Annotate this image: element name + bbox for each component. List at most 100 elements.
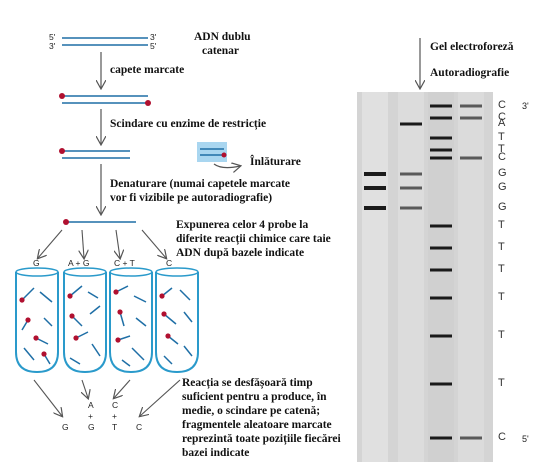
gel-band (430, 104, 452, 108)
fragment-label-dot (165, 333, 171, 339)
gel-band (364, 186, 386, 190)
fragment (23, 347, 35, 361)
gel-band (460, 104, 482, 108)
step1-label: capete marcate (110, 64, 185, 76)
gel-band (460, 156, 482, 160)
fragment (87, 291, 99, 299)
gel-sequence-letter: T (498, 143, 505, 155)
product-label-t: T (112, 422, 118, 432)
gel-band (430, 136, 452, 140)
strand-end-bottom-left: 3' (49, 41, 56, 51)
gel-sequence-letter: G (498, 181, 507, 193)
fragment (163, 313, 177, 325)
step5-label-line4: fragmentele aleatoare marcate (182, 419, 332, 431)
fragment-label-dot (69, 313, 75, 319)
fragment (163, 355, 173, 365)
fragment (183, 311, 193, 323)
reaction-tubes (15, 267, 199, 374)
gel-end-bottom: 5' (522, 434, 529, 444)
product-plus-1: + (88, 411, 93, 421)
gel-band (430, 246, 452, 250)
fragment-label-dot (25, 317, 31, 323)
fragment (89, 305, 101, 315)
fragment-label-dot (33, 335, 39, 341)
gel-sequence-letter: G (498, 167, 507, 179)
gel-end-top: 3' (522, 101, 529, 111)
step5-label-line3: medie, o scindare pe catenă; (182, 405, 321, 417)
fragment (69, 285, 83, 297)
gel-sequence-letter: T (498, 131, 505, 143)
fragment-label-dot (73, 335, 79, 341)
tube-label-ct: C + T (114, 258, 135, 268)
fragment-label-dot (41, 351, 47, 357)
gel-band (430, 382, 452, 386)
tube-label-ag: A + G (68, 258, 90, 268)
gel-band (430, 224, 452, 228)
gel-title: Gel electroforeză (430, 41, 514, 53)
tube-ag (63, 272, 107, 374)
duplex-title-line2: catenar (202, 45, 240, 57)
product-label-g2: G (88, 422, 95, 432)
fragment (91, 343, 101, 357)
gel-band (400, 186, 422, 190)
step4-label-line3: ADN după bazele indicate (176, 247, 305, 259)
tube-g (15, 272, 59, 374)
gel-band (430, 296, 452, 300)
step3-label-line1: Denaturare (numai capetele marcate (110, 178, 291, 190)
tube-c (155, 272, 199, 374)
gel-band (364, 206, 386, 210)
step5-label-line5: reprezintă toate pozițiile fiecărei (182, 433, 341, 445)
strand-end-top-right: 3' (150, 32, 157, 42)
fragment (135, 317, 147, 327)
gel-sequence-letter: T (498, 329, 505, 341)
duplex-title-line1: ADN dublu (194, 31, 251, 43)
fragment (131, 347, 145, 361)
single-strand (63, 219, 136, 225)
product-label-a: A (88, 400, 94, 410)
gel-band (430, 268, 452, 272)
product-plus-2: + (112, 411, 117, 421)
dna-fragments (19, 285, 193, 367)
label-dot (59, 93, 65, 99)
gel-band (400, 122, 422, 126)
label-dot (145, 100, 151, 106)
split-arrows (38, 229, 166, 258)
fragment (179, 289, 191, 301)
fragment-label-dot (115, 337, 121, 343)
step5-label-line6: bazei indicate (182, 447, 250, 459)
gel-sequence-letter: T (498, 377, 505, 389)
gel-bands (364, 104, 482, 440)
gel-sequence-letter: C (498, 99, 506, 111)
tube-label-g: G (33, 258, 40, 268)
tube-ct (109, 272, 153, 374)
product-label-g: G (62, 422, 69, 432)
removed-fragment (197, 142, 240, 168)
gel-sequence-letter: C (498, 431, 506, 443)
removed-label: Înlăturare (250, 156, 301, 168)
fragment (43, 317, 53, 327)
gel-sequence-letter: C (498, 151, 506, 163)
gel-band (400, 172, 422, 176)
fragment-label-dot (117, 309, 123, 315)
tube-label-c: C (166, 258, 173, 268)
fragment (21, 287, 35, 301)
label-dot (63, 219, 69, 225)
gel-sequence-letter: T (498, 263, 505, 275)
strand-end-bottom-right: 5' (150, 41, 157, 51)
gel-band (430, 156, 452, 160)
fragment (69, 357, 81, 365)
gel-band (430, 436, 452, 440)
gel-band (400, 206, 422, 210)
step5-label-line2: suficient pentru a produce, în (182, 391, 327, 403)
gel-band (460, 436, 482, 440)
step5-label-line1: Reacția se desfășoară timp (182, 377, 313, 389)
fragment (39, 291, 53, 303)
product-label-c: C (112, 400, 119, 410)
gel-band (364, 172, 386, 176)
strand-end-top-left: 5' (49, 32, 56, 42)
step4-label-line1: Expunerea celor 4 probe la (176, 219, 309, 231)
autoradiography-title: Autoradiografie (430, 67, 510, 79)
step4-label-line2: diferite reacții chimice care taie (176, 233, 331, 245)
end-labelled-duplex (59, 93, 151, 106)
